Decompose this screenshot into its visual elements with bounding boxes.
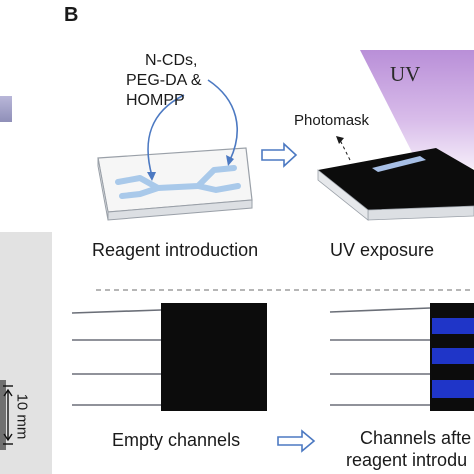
filled-channel-1 bbox=[432, 318, 474, 334]
reagent-line-2: PEG-DA & bbox=[126, 72, 202, 89]
caption-empty-channels: Empty channels bbox=[112, 430, 241, 450]
mask-opening bbox=[372, 156, 426, 172]
panel-letter: B bbox=[64, 4, 79, 26]
caption-channels-after-1: Channels afte bbox=[360, 428, 472, 448]
uv-label: UV bbox=[390, 62, 421, 86]
empty-channels-black-square bbox=[161, 303, 267, 411]
empty-channels bbox=[71, 309, 162, 406]
process-arrow-top bbox=[261, 142, 298, 168]
photomask-pointer-head bbox=[336, 136, 344, 144]
uv-beam bbox=[360, 50, 474, 168]
reagent-arrows bbox=[147, 79, 238, 177]
photomask-pointer bbox=[339, 139, 351, 161]
reagent-arrowhead-2 bbox=[226, 155, 234, 166]
filled-channels bbox=[329, 307, 431, 406]
left-panel-dark-block bbox=[0, 380, 6, 450]
reagent-line-3: HOMPP bbox=[126, 92, 185, 109]
reagent-line-1: N-CDs, bbox=[145, 52, 198, 69]
scale-bar bbox=[3, 385, 13, 445]
caption-reagent-introduction: Reagent introduction bbox=[92, 240, 259, 260]
filled-channel-3 bbox=[432, 380, 474, 398]
photomask-plate bbox=[317, 148, 474, 221]
caption-channels-after-2: reagent introdu bbox=[346, 450, 468, 470]
microfluidic-chip bbox=[97, 147, 253, 221]
left-panel-top-strip bbox=[0, 96, 12, 122]
filled-channel-2 bbox=[432, 348, 474, 364]
reagent-arrowhead-1 bbox=[147, 172, 156, 181]
photomask-label: Photomask bbox=[294, 112, 370, 129]
process-arrow-bottom bbox=[277, 429, 316, 453]
scale-bar-label: 10 mm bbox=[13, 393, 31, 440]
caption-uv-exposure: UV exposure bbox=[330, 240, 435, 260]
